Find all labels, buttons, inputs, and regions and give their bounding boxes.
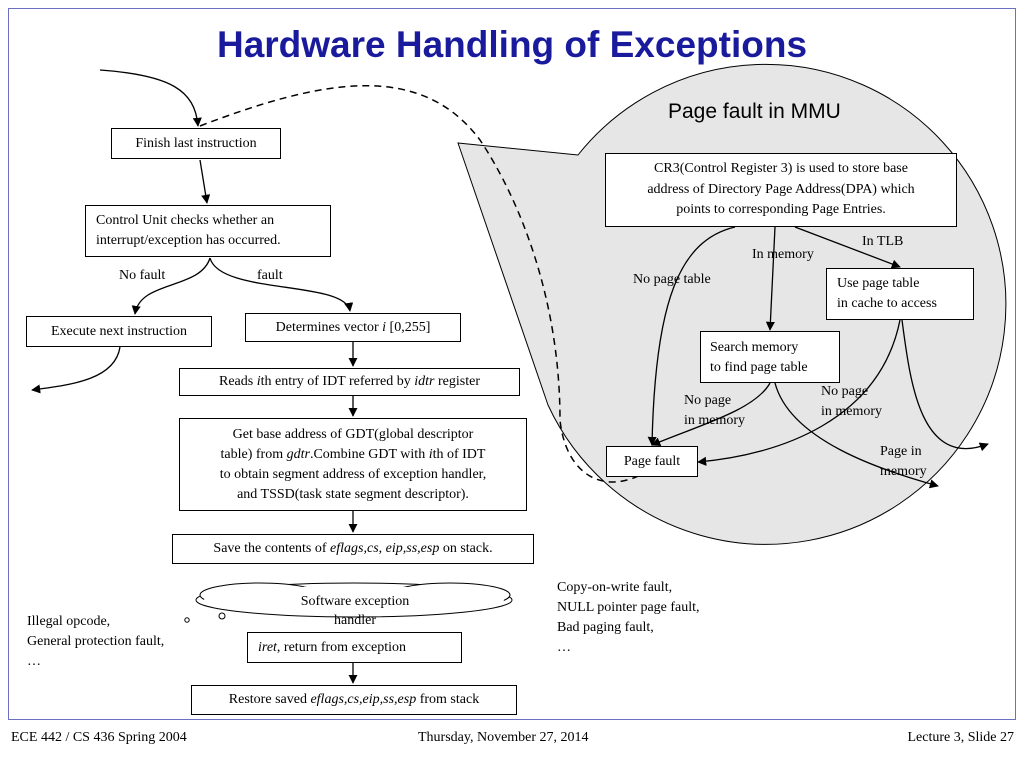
reads-var: i: [256, 374, 261, 389]
no-page-in-memory-a: No page in memory: [684, 391, 745, 431]
right-note-line-4: …: [557, 640, 571, 655]
execute-next-box: Execute next instruction: [26, 316, 212, 347]
determine-vector-box: Determines vector i [0,255]: [245, 313, 461, 342]
reads-text: Reads: [218, 374, 257, 389]
right-note: Copy-on-write fault, NULL pointer page f…: [557, 578, 700, 658]
finish-label: Finish last instruction: [135, 136, 257, 151]
iret-box: iret, return from exception: [247, 632, 462, 663]
restore-pre: Restore saved: [228, 692, 311, 707]
page-in-line-2: memory: [880, 464, 927, 479]
in-memory-label: In memory: [752, 247, 814, 262]
save-regs-1: eflags,cs: [330, 541, 379, 556]
restore-post: from stack: [416, 692, 480, 707]
reads-idtr: idtr: [414, 374, 435, 389]
left-note: Illegal opcode, General protection fault…: [27, 612, 164, 672]
handler-cloud: [195, 582, 513, 618]
check-line-2: interrupt/exception has occurred.: [96, 233, 281, 248]
cr3-box: CR3(Control Register 3) is used to store…: [605, 153, 957, 227]
left-note-line-3: …: [27, 654, 41, 669]
no-page-b-line-2: in memory: [821, 404, 883, 419]
reads-post: register: [434, 374, 480, 389]
left-note-line-2: General protection fault,: [27, 634, 165, 649]
right-note-line-1: Copy-on-write fault,: [557, 580, 673, 595]
footer-date: Thursday, November 27, 2014: [418, 730, 589, 745]
handler-line-2: handler: [334, 613, 376, 628]
cr3-line-3: points to corresponding Page Entries.: [676, 202, 886, 217]
search-line-2: to find page table: [710, 360, 808, 375]
slide-title: Hardware Handling of Exceptions: [216, 24, 808, 65]
gdt-line-2-i: i: [428, 447, 433, 462]
restore-regs: eflags,cs,eip,ss,esp: [310, 692, 417, 707]
execute-next-label: Execute next instruction: [50, 324, 188, 339]
page-in-memory-label: Page in memory: [880, 442, 927, 482]
use-line-1: Use page table: [837, 276, 920, 291]
iret-text: , return from exception: [276, 640, 406, 655]
right-note-line-3: Bad paging fault,: [557, 620, 654, 635]
handler-line-1: Software exception: [300, 594, 410, 609]
entry-arrow: [99, 69, 202, 127]
use-line-2: in cache to access: [837, 296, 937, 311]
cr3-line-1: CR3(Control Register 3) is used to store…: [654, 161, 908, 176]
save-post: on stack.: [439, 541, 493, 556]
no-fault-label: No fault: [119, 268, 166, 283]
fault-label: fault: [257, 268, 283, 283]
no-page-table-label: No page table: [633, 272, 711, 287]
save-stack-box: Save the contents of eflags,cs, eip,ss,e…: [172, 534, 534, 564]
slide-frame: [8, 8, 1016, 720]
gdt-line-1: Get base address of GDT(global descripto…: [232, 427, 474, 442]
search-line-1: Search memory: [710, 340, 799, 355]
gdt-line-3: to obtain segment address of exception h…: [219, 467, 487, 482]
gdt-box: Get base address of GDT(global descripto…: [179, 418, 527, 511]
mmu-title: Page fault in MMU: [668, 100, 841, 123]
search-memory-box: Search memory to find page table: [700, 331, 840, 383]
control-unit-check-box: Control Unit checks whether an interrupt…: [85, 205, 331, 257]
gdt-line-4: and TSSD(task state segment descriptor).: [237, 487, 469, 502]
no-page-a-line-2: in memory: [684, 413, 746, 428]
use-page-table-box: Use page table in cache to access: [826, 268, 974, 320]
vector-range: [0,255]: [386, 320, 431, 335]
footer-course: ECE 442 / CS 436 Spring 2004: [11, 730, 187, 745]
gdt-line-2-end: th of IDT: [432, 447, 486, 462]
dashed-return-path: [199, 85, 651, 483]
save-pre: Save the contents of: [213, 541, 331, 556]
page-fault-box: Page fault: [606, 446, 698, 477]
no-page-a-line-1: No page: [684, 393, 732, 408]
gdt-line-2-pre: table) from: [220, 447, 287, 462]
no-page-in-memory-b: No page in memory: [821, 382, 882, 422]
left-note-line-1: Illegal opcode,: [27, 614, 111, 629]
gdt-line-2: table) from gdtr.Combine GDT with ith of…: [180, 445, 526, 465]
in-tlb-label: In TLB: [862, 234, 904, 249]
vector-var: i: [382, 320, 387, 335]
save-regs-2: eip,ss,esp: [385, 541, 440, 556]
check-line-1: Control Unit checks whether an: [96, 213, 275, 228]
gdt-line-2-gdtr: gdtr: [286, 447, 310, 462]
cr3-line-2: address of Directory Page Address(DPA) w…: [647, 181, 915, 197]
page-in-line-1: Page in: [880, 444, 922, 459]
footer-slide-number: Lecture 3, Slide 27: [907, 730, 1014, 745]
handler-label: Software exception handler: [262, 592, 448, 630]
reads-idt-box: Reads ith entry of IDT referred by idtr …: [179, 368, 520, 396]
vector-text: Determines vector: [275, 320, 383, 335]
right-note-line-2: NULL pointer page fault,: [557, 600, 700, 615]
save-sep: ,: [378, 541, 386, 556]
iret-cmd: iret: [258, 640, 277, 655]
finish-instruction-box: Finish last instruction: [111, 128, 281, 159]
gdt-line-2-post: .Combine GDT with: [309, 447, 429, 462]
no-page-b-line-1: No page: [821, 384, 869, 399]
reads-mid: th entry of IDT referred by: [260, 374, 415, 389]
restore-box: Restore saved eflags,cs,eip,ss,esp from …: [191, 685, 517, 715]
page-fault-label: Page fault: [623, 454, 681, 469]
